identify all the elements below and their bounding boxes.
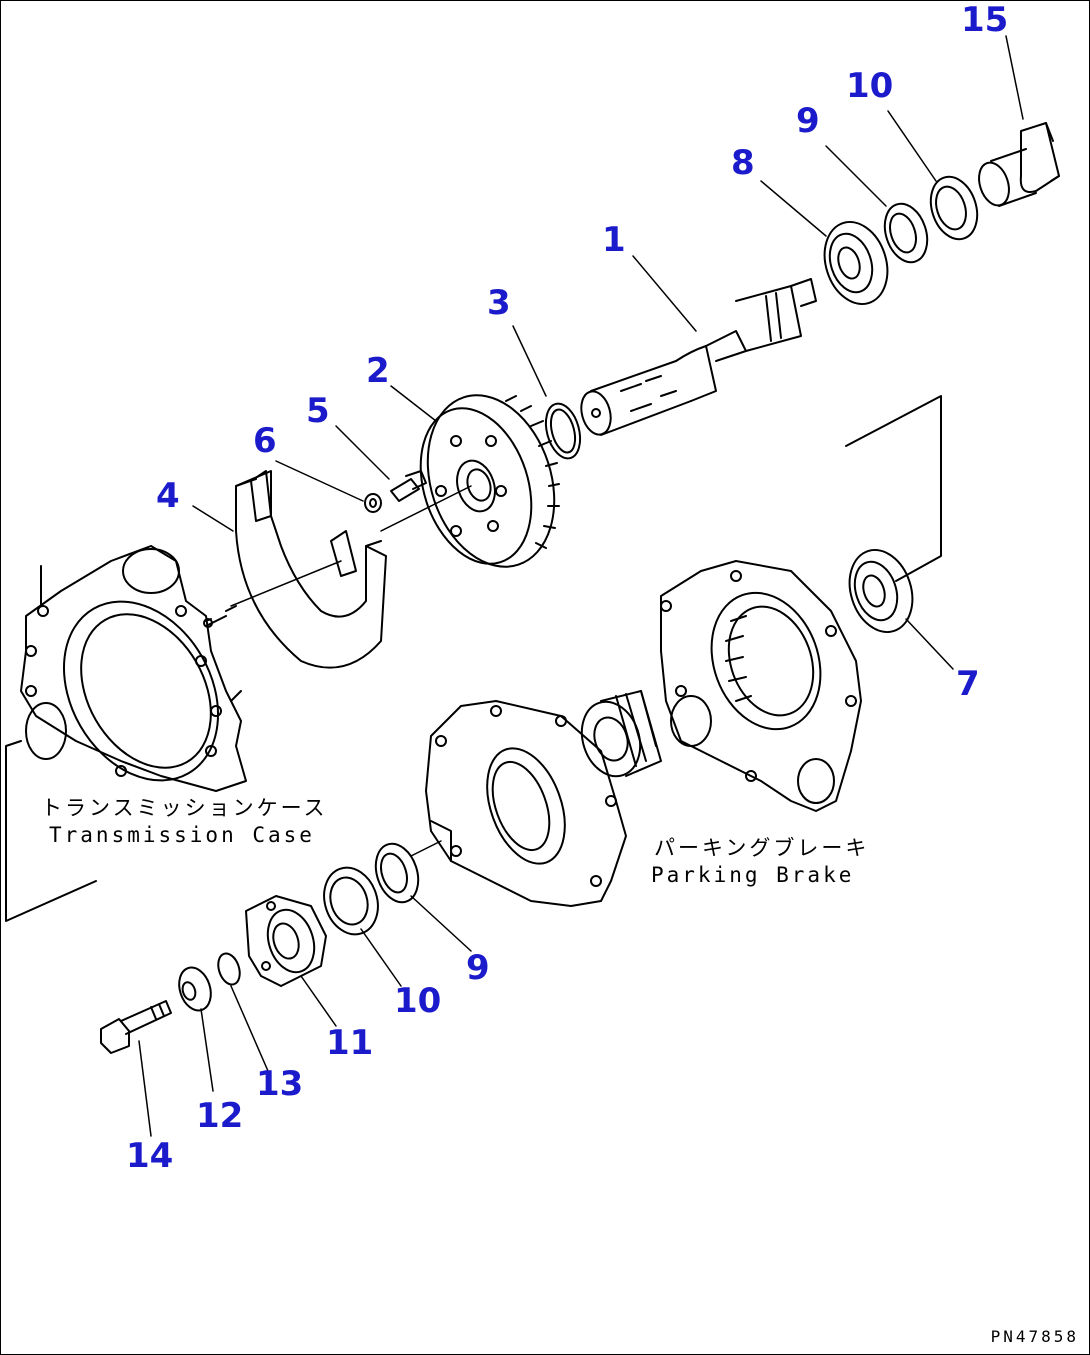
callout-1: 1 [602, 220, 626, 260]
callout-13: 13 [256, 1064, 304, 1104]
parking-brake-drawing [660, 395, 942, 812]
callout-8: 8 [731, 143, 755, 183]
assembly-line-2 [230, 560, 342, 607]
parking-brake-label-jp: パーキングブレーキ [654, 836, 870, 860]
callout-4: 4 [156, 476, 180, 516]
assembly-line [380, 485, 472, 532]
cover-plate-drawing [425, 700, 627, 907]
callout-14: 14 [126, 1136, 174, 1176]
callout-2: 2 [366, 351, 390, 391]
parking-brake-label-en: Parking Brake [651, 863, 855, 887]
bolt-part-5 [390, 470, 427, 502]
o-ring-part-13 [217, 952, 241, 986]
ring-part-10-bottom [323, 866, 379, 936]
gear-part-2 [419, 394, 560, 568]
callout-10-top: 10 [846, 66, 894, 106]
callout-3: 3 [487, 283, 511, 323]
seal-part-9-top [883, 202, 929, 264]
transmission-case-label-en: Transmission Case [49, 823, 315, 847]
callout-6: 6 [253, 421, 277, 461]
washer-part-6 [364, 493, 382, 513]
tapered-bearing-drawing [580, 690, 662, 778]
yoke-part-11 [245, 895, 327, 987]
bearing-part-8 [823, 220, 889, 306]
ring-part-10-top [929, 175, 979, 241]
leader-lines [138, 35, 1024, 1137]
cover-part-4 [203, 470, 387, 669]
callout-7: 7 [956, 664, 980, 704]
callout-9-top: 9 [796, 101, 820, 141]
callout-15: 15 [961, 0, 1009, 40]
callout-12: 12 [196, 1096, 244, 1136]
callout-9-bottom: 9 [466, 948, 490, 988]
snap-ring-part-3 [544, 402, 582, 460]
transmission-case-drawing [5, 545, 247, 922]
callout-5: 5 [306, 391, 330, 431]
coupling-part-15 [978, 122, 1060, 207]
transmission-case-label-jp: トランスミッションケース [41, 796, 328, 820]
washer-part-12 [178, 966, 212, 1012]
callout-10-bottom: 10 [394, 981, 442, 1021]
seal-part-9-bottom [374, 840, 442, 904]
shaft-part-1 [580, 278, 817, 436]
drawing-code: PN47858 [990, 1327, 1079, 1346]
callout-11: 11 [326, 1023, 374, 1063]
bearing-part-7 [848, 548, 914, 634]
bolt-part-14 [100, 1000, 172, 1054]
